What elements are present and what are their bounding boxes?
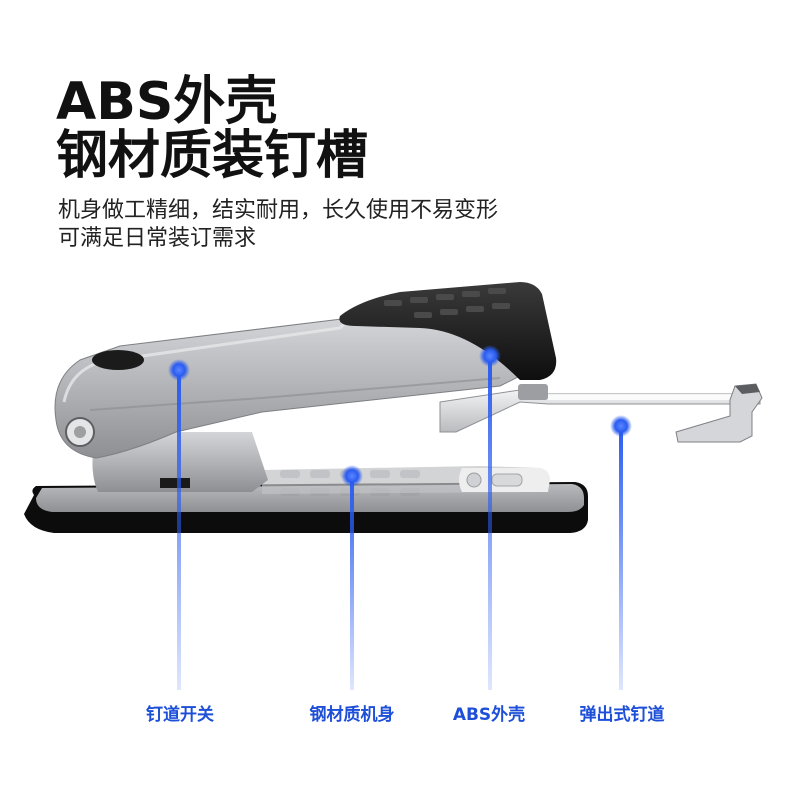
- description-line-1: 机身做工精细，结实耐用，长久使用不易变形: [58, 198, 499, 223]
- staple-rail: [439, 383, 763, 443]
- callout-dot-switch: [168, 359, 190, 381]
- abs-cap: [339, 282, 557, 380]
- callout-dot-body: [341, 465, 363, 487]
- stapler-slot: [160, 478, 190, 488]
- callout-label-popup-rail: 弹出式钉道: [579, 705, 665, 725]
- callout-label-staple-switch: 钉道开关: [146, 705, 214, 725]
- callout-lines: [177, 356, 623, 690]
- callout-dot-shell: [479, 345, 501, 367]
- callout-label-abs-shell: ABS外壳: [452, 705, 526, 725]
- headline-line-1: ABS外壳: [56, 72, 278, 132]
- stapler-base: [24, 466, 588, 533]
- stapler-handle: [54, 316, 529, 459]
- callout-label-steel-body: 钢材质机身: [309, 705, 395, 725]
- description-line-2: 可满足日常装订需求: [58, 226, 257, 251]
- headline-line-2: 钢材质装钉槽: [56, 126, 369, 186]
- callout-dot-rail: [610, 415, 632, 437]
- callout-dots: [168, 345, 632, 487]
